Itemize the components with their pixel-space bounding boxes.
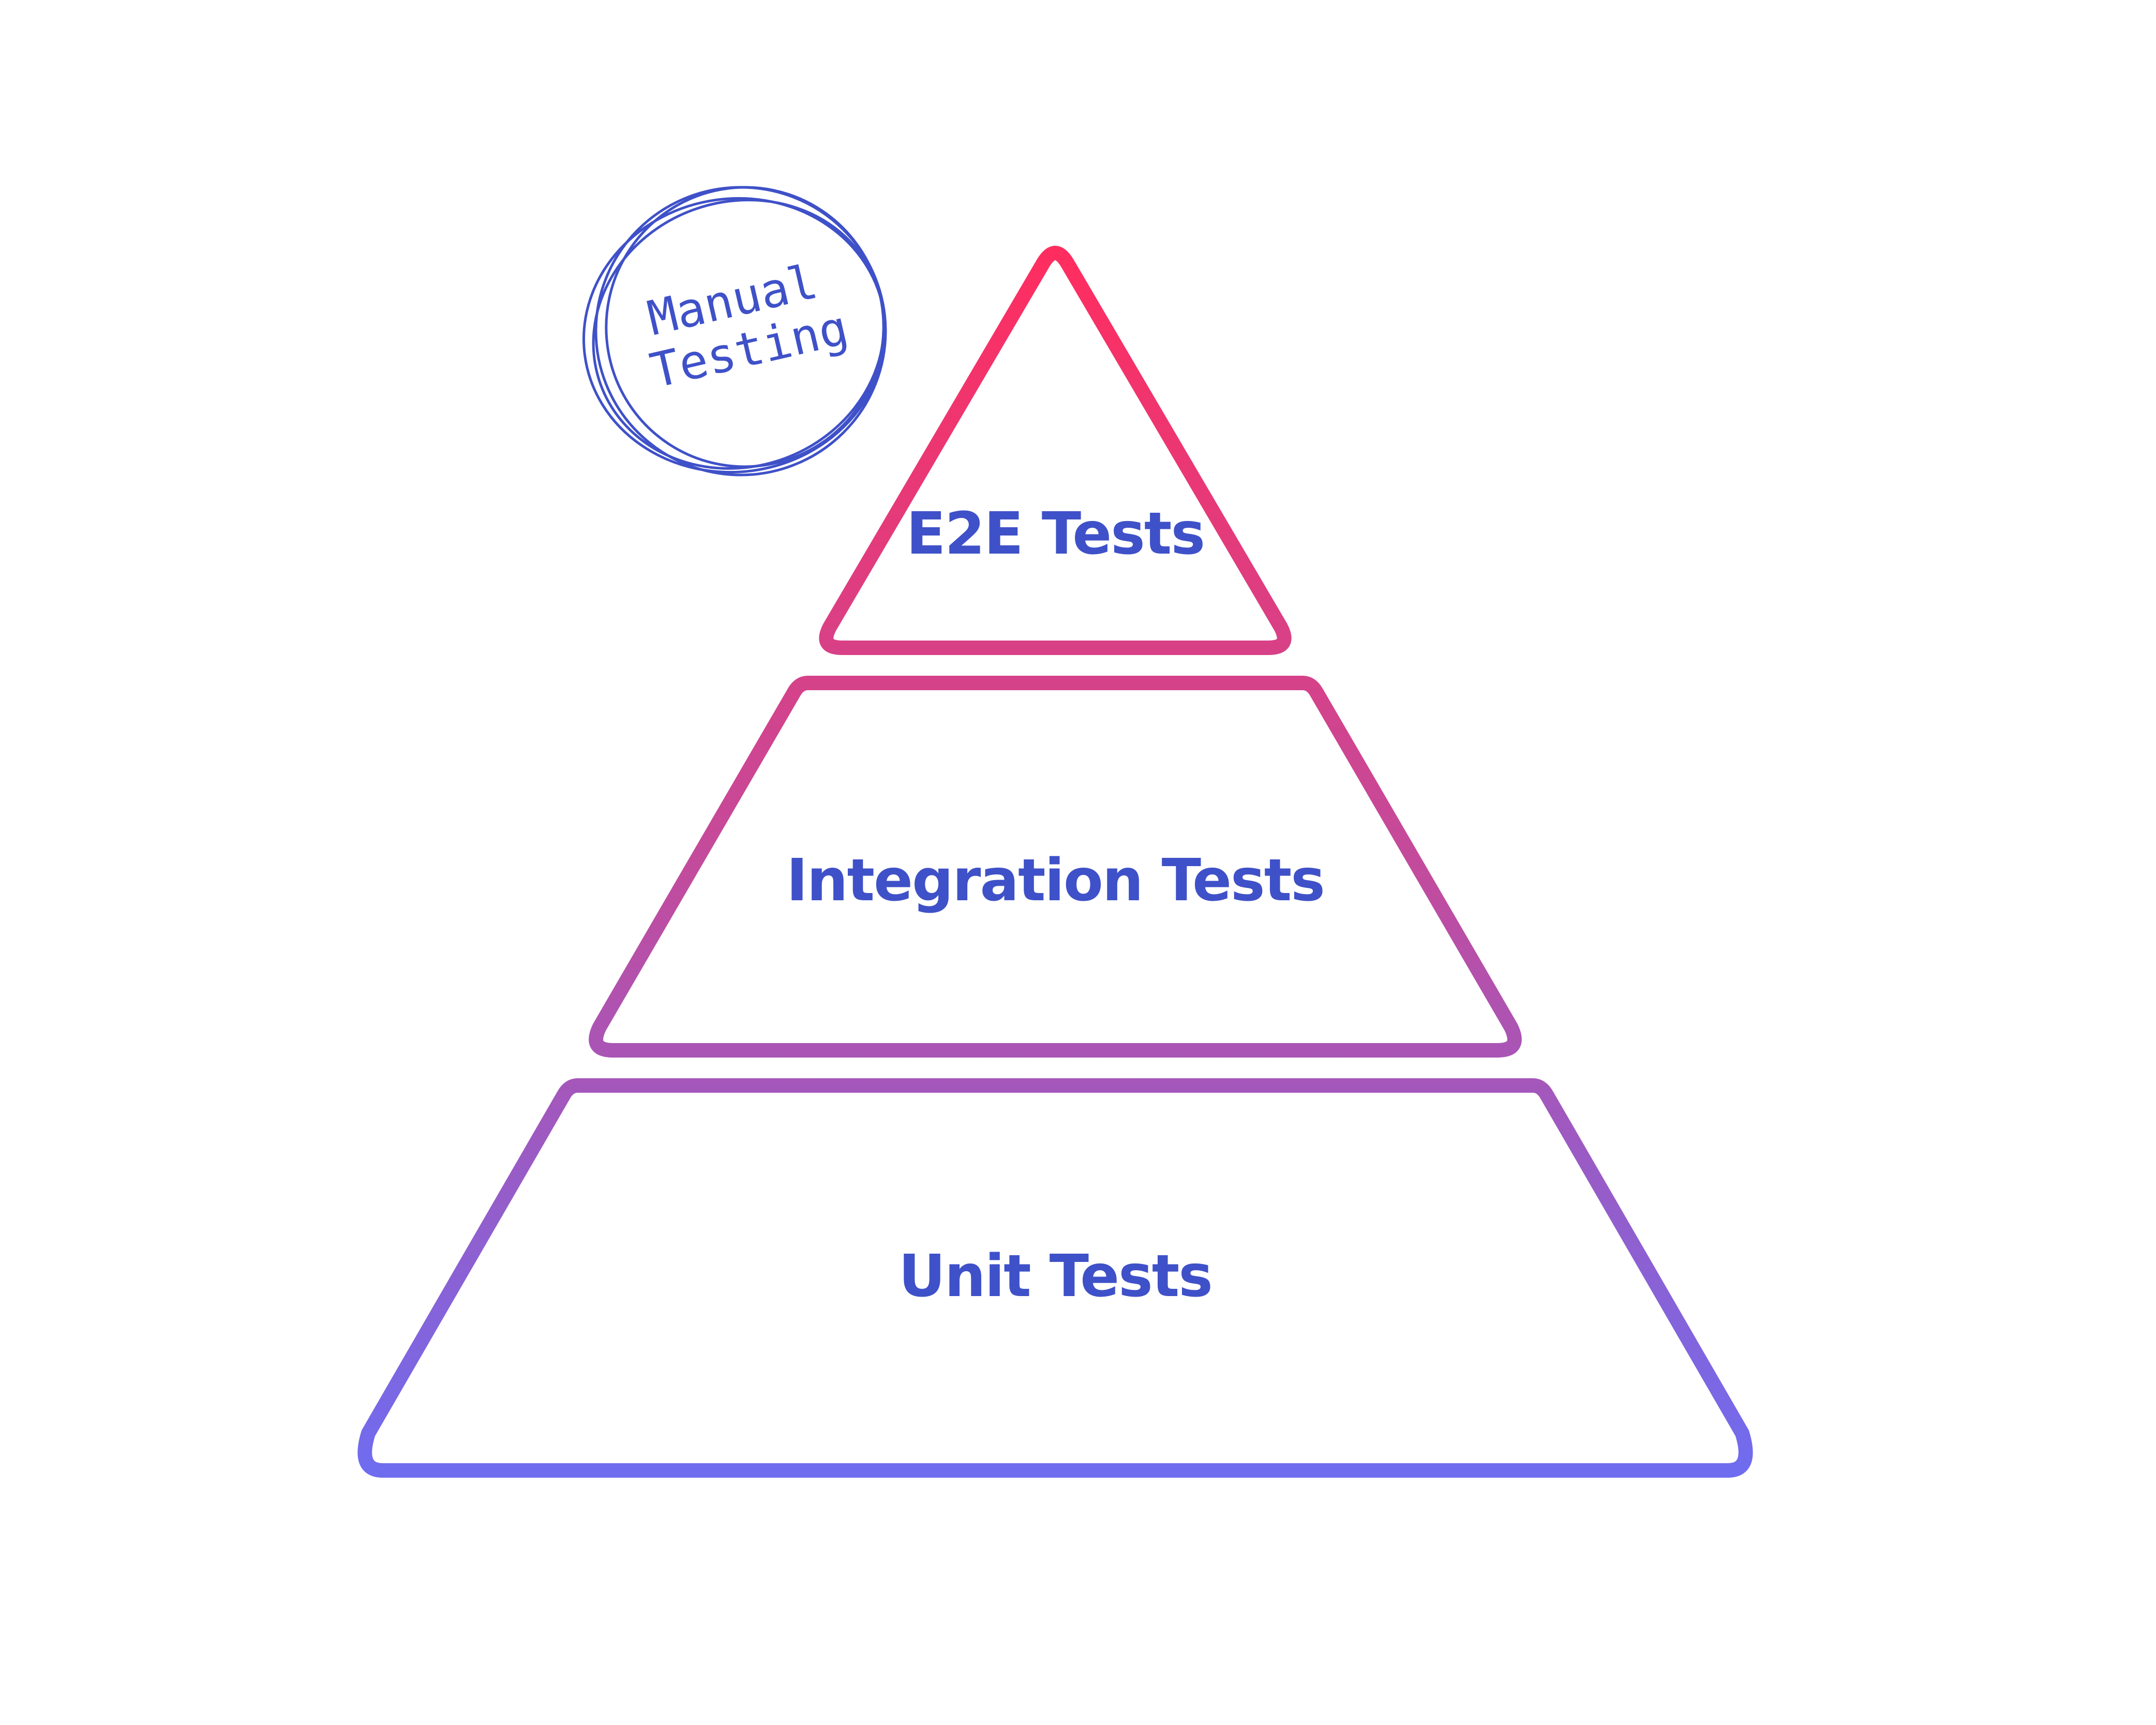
tier-e2e-label: E2E Tests — [906, 500, 1204, 568]
tier-integration-shape — [589, 676, 1522, 1058]
tier-e2e-shape — [819, 246, 1292, 655]
tier-integration-label: Integration Tests — [786, 847, 1324, 914]
tier-unit-shape — [357, 1078, 1753, 1478]
tier-unit-label: Unit Tests — [899, 1243, 1212, 1310]
manual-testing-note: Manual Testing — [642, 254, 853, 399]
manual-testing-scribble-circle — [582, 186, 887, 477]
